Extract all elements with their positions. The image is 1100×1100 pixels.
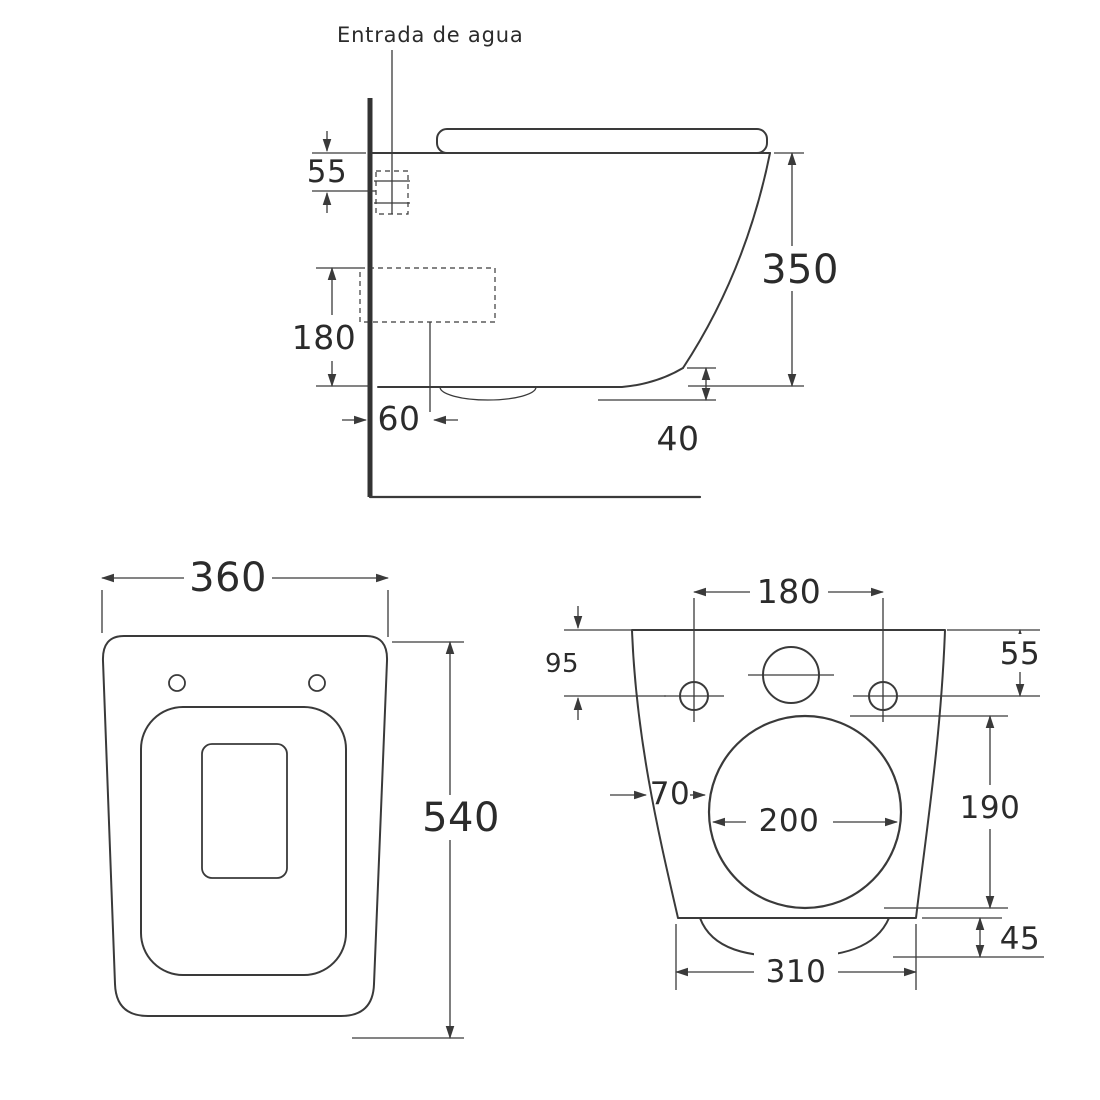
label-backing: [290, 315, 358, 361]
dim-front-clearance: 40: [598, 366, 716, 458]
dim-value-45: 45: [1000, 921, 1040, 957]
dim-value-180: 180: [757, 572, 822, 611]
plan-outline: [101, 635, 389, 1017]
label-backing: [754, 950, 838, 992]
outlet-detail-box: [359, 267, 496, 323]
dim-value-55: 55: [307, 154, 347, 190]
side-view: Entrada de agua 55 3: [290, 23, 846, 499]
dim-width: 360: [100, 555, 390, 637]
plan-rim: [140, 706, 347, 976]
hinge-hole-left: [168, 674, 186, 692]
dim-outlet-height: 180: [290, 266, 370, 388]
rear-outline: [631, 629, 946, 919]
dim-value-95: 95: [545, 649, 579, 679]
dim-side-to-outlet: 70: [610, 776, 707, 812]
dim-value-70: 70: [650, 776, 690, 812]
pan-bottom-edge: [377, 367, 684, 388]
dim-value-60: 60: [378, 399, 421, 438]
dim-inlet-top-offset: 55: [947, 628, 1045, 698]
dim-value-310: 310: [766, 954, 827, 990]
dim-outlet-height: 190: [850, 714, 1029, 910]
label-backing: [754, 246, 846, 291]
outlet-circle: [707, 714, 903, 910]
dim-value-360: 360: [189, 555, 267, 601]
dim-value-540: 540: [422, 795, 500, 841]
dim-base-lip: 45: [893, 916, 1044, 959]
dim-inlet-offset: 55: [307, 131, 376, 213]
dim-value-55: 55: [1000, 636, 1040, 672]
plan-water-area: [201, 743, 288, 879]
dim-depth: 540: [352, 640, 507, 1040]
plan-view: 360 540: [100, 555, 507, 1040]
label-backing: [951, 785, 1029, 829]
dim-value-190: 190: [960, 790, 1021, 826]
label-backing: [415, 795, 507, 840]
label-backing: [995, 634, 1045, 672]
seat-lid: [436, 128, 768, 154]
outlet-trap-curve: [439, 386, 537, 401]
dim-base-width: 310: [674, 924, 918, 992]
rear-view: 180 55 95 70 200: [545, 570, 1045, 992]
dim-fixing-centres: 180: [692, 570, 885, 612]
dim-total-height: 350: [688, 151, 846, 388]
dim-outlet-wall-offset: 60: [342, 399, 458, 438]
dim-value-180: 180: [292, 318, 357, 357]
dim-value-40: 40: [657, 419, 700, 458]
inlet-detail-box: [375, 170, 409, 215]
hinge-hole-right: [308, 674, 326, 692]
dim-value-350: 350: [761, 247, 839, 293]
dim-value-200: 200: [759, 803, 820, 839]
water-inlet-label: Entrada de agua: [337, 23, 524, 47]
dim-hinge-top-offset: 95: [545, 606, 666, 720]
label-backing: [750, 570, 828, 612]
dim-outlet-width: 200: [711, 803, 899, 839]
pan-front-edge: [682, 152, 771, 369]
inlet-detail: [374, 170, 410, 215]
label-backing: [184, 556, 272, 600]
